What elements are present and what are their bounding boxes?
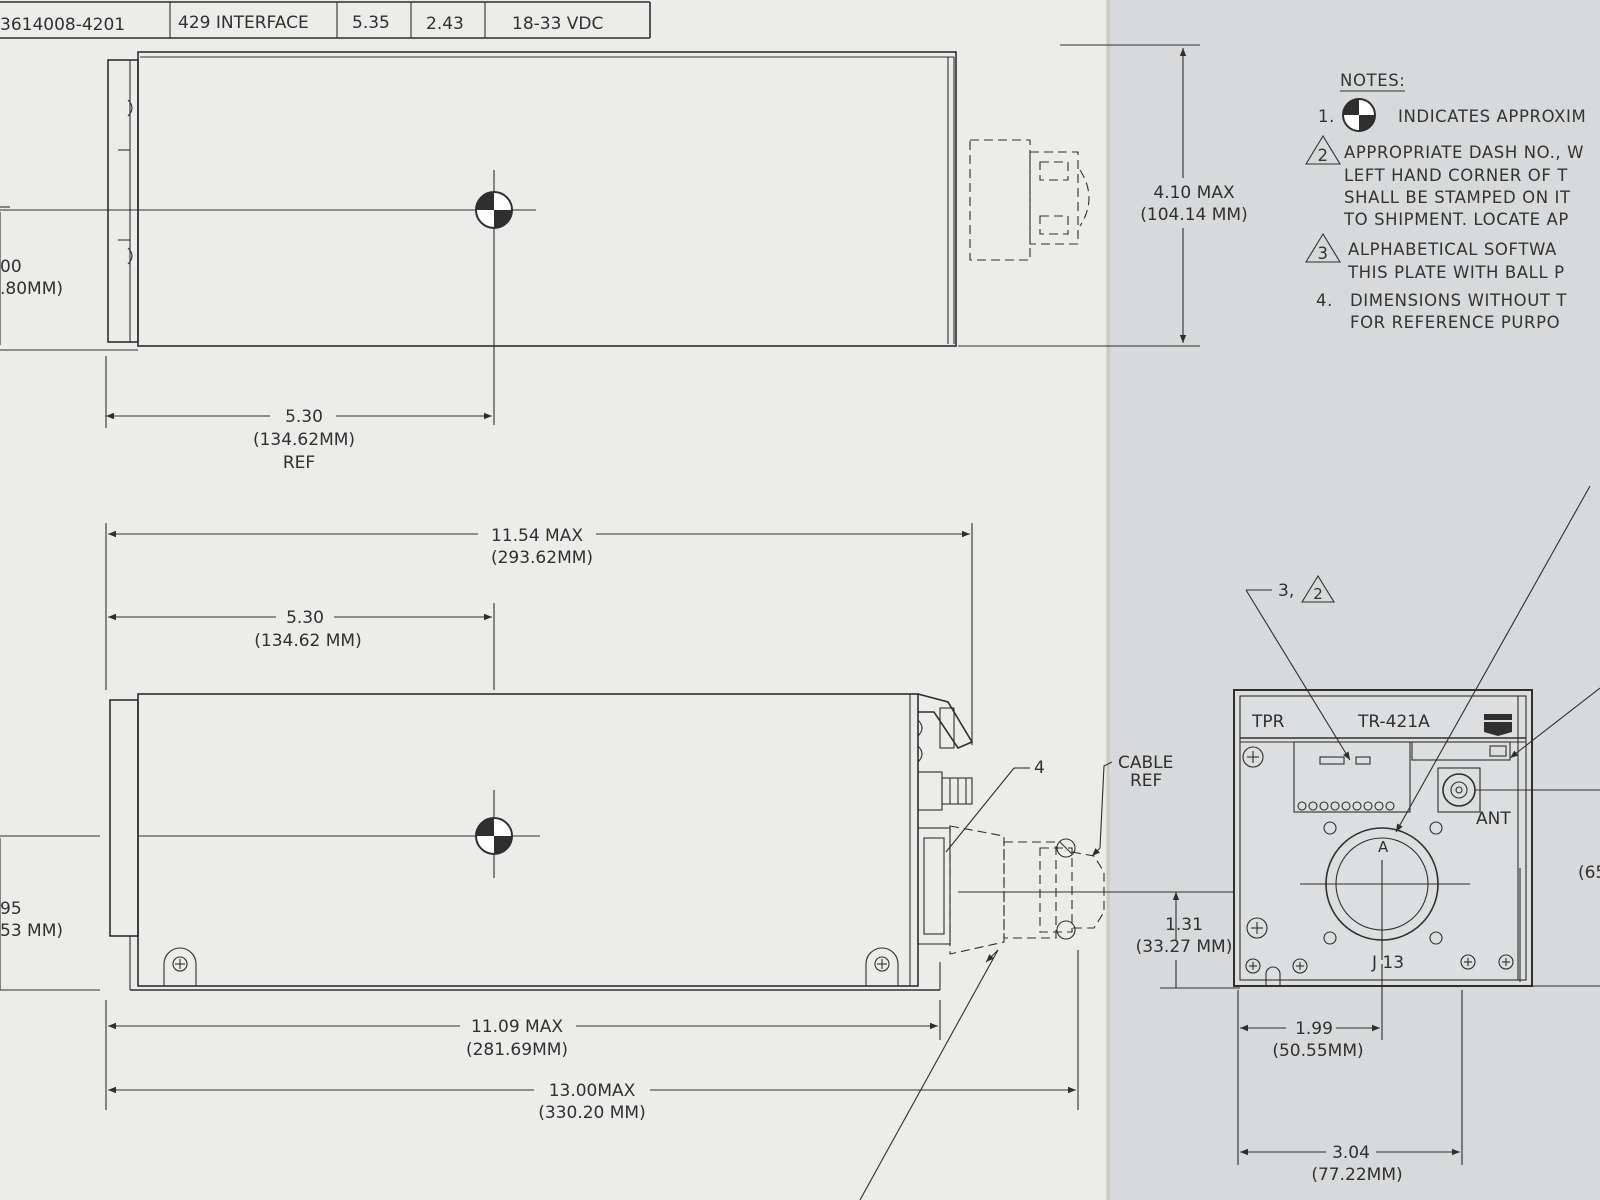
- dim-partial-side-mm: 53 MM): [0, 921, 63, 941]
- note-2-triangle-icon: 2: [1305, 134, 1341, 165]
- dim-partial-side-in: 95: [0, 899, 22, 919]
- note-2-line-3: SHALL BE STAMPED ON IT: [1344, 188, 1571, 207]
- dim-connector-height-mm: (33.27 MM): [1136, 937, 1233, 957]
- note-1-text: INDICATES APPROXIM: [1398, 107, 1586, 126]
- callout-cable: CABLE: [1118, 753, 1173, 773]
- mount-screw-icon: [163, 947, 197, 986]
- note-2-line-1: APPROPRIATE DASH NO., W: [1344, 143, 1584, 162]
- partial-dim-right: (65: [1578, 863, 1600, 883]
- panel-screw-icon: [1242, 746, 1264, 768]
- note-3-triangle-icon: 3: [1305, 232, 1341, 263]
- panel-screw-icon: [1292, 958, 1308, 974]
- notes-block: NOTES: 1. INDICATES APPROXIM 2 APPROPRIA…: [1305, 71, 1586, 332]
- dim-length-max-mm: (293.62MM): [491, 548, 593, 568]
- notes-title: NOTES:: [1340, 71, 1405, 90]
- table-voltage: 18-33 VDC: [512, 14, 603, 34]
- panel-label-tpr: TPR: [1251, 712, 1285, 732]
- callout-triangle-icon: 2: [1301, 574, 1335, 603]
- panel-screw-icon: [1246, 917, 1268, 939]
- side-view: 4 CABLE REF: [0, 693, 1240, 1200]
- svg-text:2: 2: [1317, 146, 1328, 165]
- dim-overall-length-mm: (330.20 MM): [538, 1103, 646, 1123]
- table-value-1: 5.35: [352, 13, 390, 33]
- note-3-line-2: THIS PLATE WITH BALL P: [1347, 263, 1565, 282]
- dim-cg-side-in: 5.30: [286, 608, 324, 628]
- dim-cg-ref-top-mm: (134.62MM): [253, 430, 355, 450]
- callout-note-3: 3,: [1278, 581, 1294, 601]
- panel-model-label: TR-421A: [1357, 712, 1430, 732]
- note-3-line-1: ALPHABETICAL SOFTWA: [1348, 240, 1557, 259]
- spec-table: 3614008-4201 429 INTERFACE 5.35 2.43 18-…: [0, 1, 651, 39]
- note-4-number: 4.: [1316, 291, 1333, 310]
- dim-body-length-in: 11.09 MAX: [471, 1017, 563, 1037]
- note-4-line-2: FOR REFERENCE PURPO: [1350, 313, 1560, 332]
- dim-connector-offset-mm: (50.55MM): [1272, 1041, 1363, 1061]
- center-of-gravity-icon: [1342, 98, 1376, 132]
- brand-logo: [1484, 714, 1512, 736]
- dim-length-max: 11.54 MAX (293.62MM): [105, 523, 973, 745]
- dim-panel-width: 3.04 (77.22MM): [1240, 990, 1463, 1185]
- dim-connector-offset-in: 1.99: [1295, 1019, 1333, 1039]
- dim-body-length-mm: (281.69MM): [466, 1040, 568, 1060]
- note-1-number: 1.: [1318, 107, 1335, 126]
- left-page: [0, 0, 1108, 1200]
- j13-key-a: A: [1378, 838, 1389, 856]
- dim-connector-height-in: 1.31: [1165, 915, 1203, 935]
- dim-partial-top-mm: .80MM): [0, 279, 63, 299]
- dim-panel-width-mm: (77.22MM): [1311, 1165, 1402, 1185]
- svg-text:2: 2: [1313, 585, 1323, 603]
- svg-text:3: 3: [1317, 244, 1328, 263]
- center-of-gravity-icon: [475, 191, 513, 229]
- dim-connector-height: 1.31 (33.27 MM): [1136, 892, 1240, 989]
- center-of-gravity-icon: [475, 817, 513, 855]
- right-page: [1108, 0, 1600, 1200]
- dim-cg-side-mm: (134.62 MM): [254, 631, 362, 651]
- panel-screw-icon: [1245, 958, 1261, 974]
- dim-height-in: 4.10 MAX: [1153, 183, 1235, 203]
- dim-length-max-in: 11.54 MAX: [491, 526, 583, 546]
- table-part-number: 3614008-4201: [0, 15, 125, 35]
- panel-screw-icon: [1460, 954, 1476, 970]
- dim-cg-ref-top: 5.30 (134.62MM) REF: [105, 356, 492, 473]
- mount-screw-icon: [865, 947, 899, 986]
- panel-screw-icon: [1498, 954, 1514, 970]
- dim-connector-offset: 1.99 (50.55MM): [1237, 964, 1383, 1165]
- dim-left-partial-top: 00 .80MM): [0, 212, 63, 345]
- note-2-line-4: TO SHIPMENT. LOCATE AP: [1343, 210, 1569, 229]
- dim-overall-length: 13.00MAX (330.20 MM): [108, 950, 1079, 1123]
- dim-overall-length-in: 13.00MAX: [549, 1081, 636, 1101]
- note-2-line-2: LEFT HAND CORNER OF T: [1344, 166, 1568, 185]
- callout-cable-ref: REF: [1130, 771, 1162, 791]
- j13-label: J 13: [1371, 953, 1404, 973]
- front-panel-view: TPR TR-421A ANT: [1233, 485, 1600, 987]
- pin-row: [1297, 801, 1395, 811]
- ant-label: ANT: [1476, 809, 1511, 829]
- callout-note-4: 4: [1034, 758, 1045, 778]
- dim-cg-ref-top-in: 5.30: [285, 407, 323, 427]
- table-value-2: 2.43: [426, 14, 464, 34]
- top-view: [0, 51, 1090, 425]
- j13-connector-icon: [1300, 821, 1470, 960]
- note-4-line-1: DIMENSIONS WITHOUT T: [1350, 291, 1567, 310]
- dim-height-top: 4.10 MAX (104.14 MM): [958, 44, 1248, 347]
- dim-cg-side: 5.30 (134.62 MM): [108, 603, 495, 690]
- dim-body-length: 11.09 MAX (281.69MM): [105, 1000, 941, 1110]
- dim-partial-top-in: 00: [0, 257, 22, 277]
- dim-left-partial-side: 95 53 MM): [0, 838, 100, 991]
- dim-height-mm: (104.14 MM): [1140, 205, 1248, 225]
- table-interface: 429 INTERFACE: [178, 13, 309, 33]
- dim-cg-ref-label: REF: [283, 453, 315, 473]
- dim-panel-width-in: 3.04: [1332, 1143, 1370, 1163]
